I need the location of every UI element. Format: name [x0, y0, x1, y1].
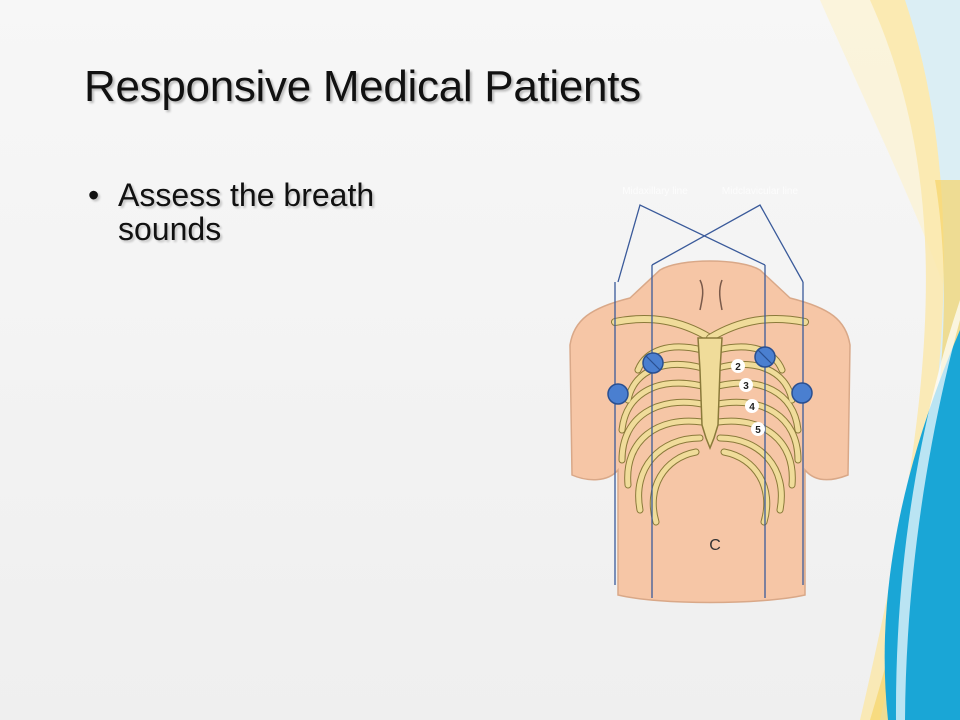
bullet-list: • Assess the breath sounds: [88, 178, 448, 246]
sternum: [697, 337, 723, 451]
midaxillary-label: Midaxillary line: [622, 186, 688, 197]
chest-diagram: Midaxillary line Midclavicular line 2 3 …: [569, 186, 851, 604]
reference-lines: [614, 204, 804, 598]
marker-icon: [791, 382, 813, 404]
bullet-text: Assess the breath sounds: [118, 177, 375, 247]
bullet-dot-icon: •: [88, 177, 100, 213]
rib-number-labels: 2 3 4 5: [731, 359, 765, 436]
bullet-item: • Assess the breath sounds: [88, 178, 448, 246]
midclavicular-label: Midclavicular line: [722, 186, 799, 197]
rib-label: 3: [743, 381, 749, 392]
rib-label: 2: [735, 362, 741, 373]
rib-label: 5: [755, 425, 761, 436]
rib-label: 4: [749, 402, 755, 413]
center-letter: C: [709, 537, 721, 554]
slide-title: Responsive Medical Patients: [84, 62, 641, 111]
marker-icon: [607, 383, 629, 405]
